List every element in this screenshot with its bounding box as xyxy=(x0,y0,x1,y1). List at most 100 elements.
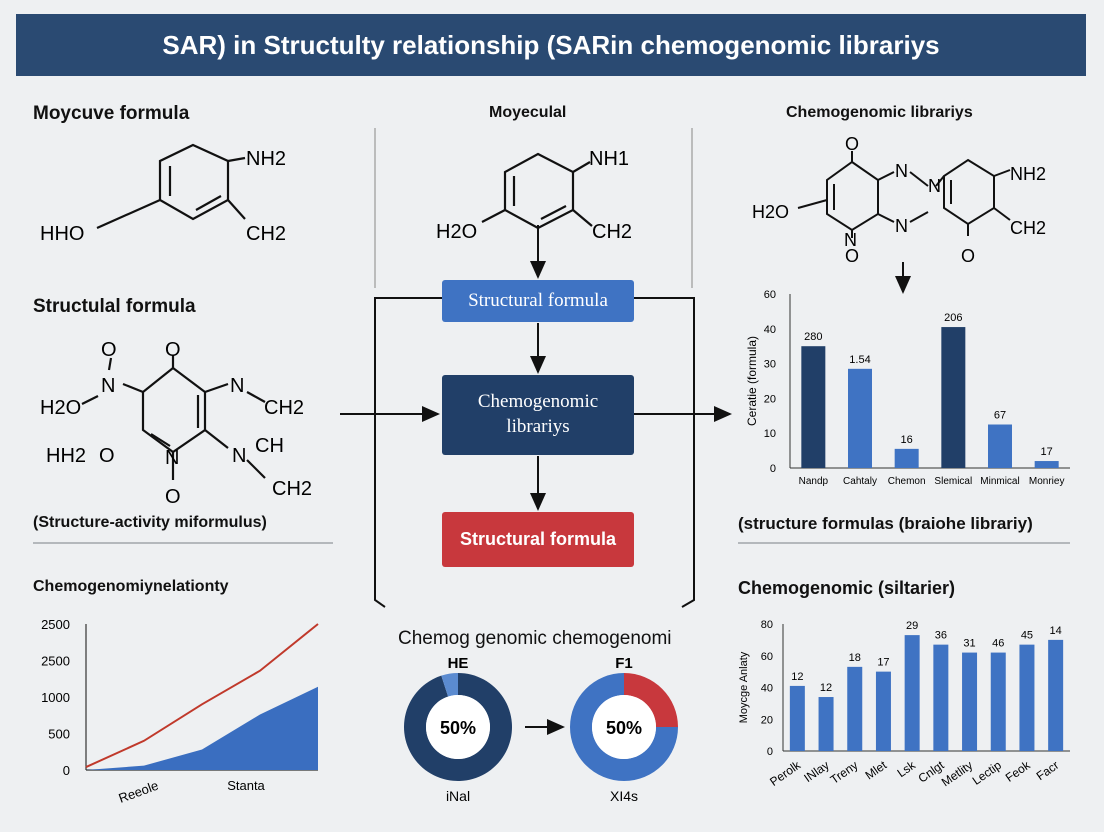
molecule-left-structural xyxy=(81,355,266,480)
bar-bottom-data-label: 14 xyxy=(1050,625,1062,637)
bar-top-bar xyxy=(801,346,826,468)
mol2-ch2b: CH2 xyxy=(272,478,312,500)
left-top-label: Moycuve formula xyxy=(33,103,190,124)
mol2-n1: N xyxy=(101,375,115,397)
mol2-ch: CH xyxy=(255,435,284,457)
bar-top-data-label: 67 xyxy=(994,410,1006,422)
header-banner: SAR) in Structulty relationship (SARin c… xyxy=(16,14,1086,76)
bar-bottom-bar xyxy=(962,652,978,751)
donut-center-label: 50% xyxy=(606,718,642,738)
chemogenomic-libraries-box: Chemogenomic librariys xyxy=(442,375,634,455)
bar-bottom-ytick: 20 xyxy=(761,714,773,726)
donut-hole xyxy=(592,695,656,759)
center-mol-ch2: CH2 xyxy=(592,221,632,243)
bar-top-bar xyxy=(988,424,1012,468)
right-bottom-title: Chemogenomic (siltarier) xyxy=(738,578,956,598)
mol2-o2: O xyxy=(165,339,181,361)
bar-top-xtick: Minmical xyxy=(980,476,1019,487)
bar-top-ylabel: Ceratie (formula) xyxy=(745,336,759,426)
bar-bottom-data-label: 12 xyxy=(791,671,803,683)
chemo-box-line1: Chemogenomic xyxy=(477,391,599,413)
bar-bottom-ytick: 40 xyxy=(761,683,773,695)
bar-top-bar xyxy=(941,327,966,468)
mol1-ho: HHO xyxy=(40,223,84,245)
mol2-o4: O xyxy=(165,486,181,508)
structural-formula-red-box: Structural formula xyxy=(442,512,634,567)
bar-top-xtick: Nandp xyxy=(799,476,829,487)
bracket-right xyxy=(681,297,695,608)
mol2-o3: O xyxy=(99,445,115,467)
bar-top-bar xyxy=(1034,461,1059,468)
bar-bottom-bar xyxy=(847,666,863,751)
bar-bottom-xtick: Feok xyxy=(1003,757,1034,784)
bar-bottom-data-label: 31 xyxy=(963,638,975,650)
right-mol-nh2: NH2 xyxy=(1010,164,1046,184)
right-mol-n2: N xyxy=(928,176,941,196)
area-ytick: 2500 xyxy=(41,617,70,632)
donut-top-label: F1 xyxy=(615,655,633,672)
bar-bottom-data-label: 12 xyxy=(820,682,832,694)
donut-top-label: HE xyxy=(448,655,469,672)
right-mol-o-bot2: O xyxy=(961,246,975,266)
structural-formula-box-label: Structural formula xyxy=(468,290,608,311)
center-bottom-title: Chemog genomic chemogenomi xyxy=(398,628,672,649)
bar-bottom-data-label: 36 xyxy=(935,630,947,642)
bar-top-xtick: Slemical xyxy=(934,476,972,487)
bar-top-data-label: 206 xyxy=(944,312,962,324)
bar-bottom-data-label: 17 xyxy=(877,657,889,669)
donut-slice xyxy=(404,673,512,781)
page-title: SAR) in Structulty relationship (SARin c… xyxy=(162,29,940,60)
bar-bottom-bar xyxy=(789,685,805,751)
bar-bottom-data-label: 45 xyxy=(1021,630,1033,642)
donut-bottom-label: iNal xyxy=(446,788,470,804)
bar-top-ytick: 30 xyxy=(764,359,776,371)
bar-top-xtick: Cahtaly xyxy=(843,476,877,487)
right-divider xyxy=(738,542,1070,544)
right-mol-n3: N xyxy=(844,230,857,250)
donut-bottom-label: XI4s xyxy=(610,788,638,804)
bar-bottom-xtick: Treny xyxy=(828,758,861,787)
molecule-left-top xyxy=(96,143,246,230)
mol1-ch2: CH2 xyxy=(246,223,286,245)
right-top-label: Chemogenomic librariys xyxy=(786,104,973,121)
right-mol-o-bot: O xyxy=(845,246,859,266)
bar-top-data-label: 1.54 xyxy=(849,354,870,366)
bar-top-ytick: 40 xyxy=(764,324,776,336)
bar-bottom-bar xyxy=(875,671,891,751)
mol2-ch2a: CH2 xyxy=(264,397,304,419)
donut-slice xyxy=(441,673,458,697)
molecule-right xyxy=(797,151,1011,238)
mol2-hh2: HH2 xyxy=(46,445,86,467)
bar-bottom-data-label: 29 xyxy=(906,620,918,632)
bar-bottom-xtick: INlay xyxy=(801,758,831,785)
bar-bottom-bar xyxy=(1048,639,1064,751)
left-divider xyxy=(33,542,333,544)
bar-bottom-ytick: 0 xyxy=(767,746,773,758)
bar-top-data-label: 280 xyxy=(804,331,822,343)
bar-bottom-ylabel: Moycge Anlaty xyxy=(738,651,750,723)
bracket-left xyxy=(374,297,386,608)
bar-top-bar xyxy=(894,448,919,468)
bar-bottom-bar xyxy=(933,644,949,751)
bar-top-ytick: 10 xyxy=(764,428,776,440)
bar-bottom-bar xyxy=(990,652,1006,751)
area-xlabel: Stanta xyxy=(227,778,265,793)
bar-top-ytick: 0 xyxy=(770,463,776,475)
center-top-label: Moyeculal xyxy=(489,104,567,121)
area-series-fill xyxy=(86,686,318,770)
bar-bottom-ytick: 60 xyxy=(761,651,773,663)
mol2-o1: O xyxy=(101,339,117,361)
bar-top-xtick: Chemon xyxy=(888,476,926,487)
area-series-line xyxy=(85,623,319,768)
bar-bottom-xtick: Perolk xyxy=(767,757,804,789)
bar-bottom-xtick: Metlity xyxy=(939,758,975,789)
bar-top-ytick: 20 xyxy=(764,393,776,405)
structural-formula-box: Structural formula xyxy=(442,280,634,322)
mol2-n4: N xyxy=(232,445,246,467)
bar-bottom-data-label: 18 xyxy=(849,652,861,664)
